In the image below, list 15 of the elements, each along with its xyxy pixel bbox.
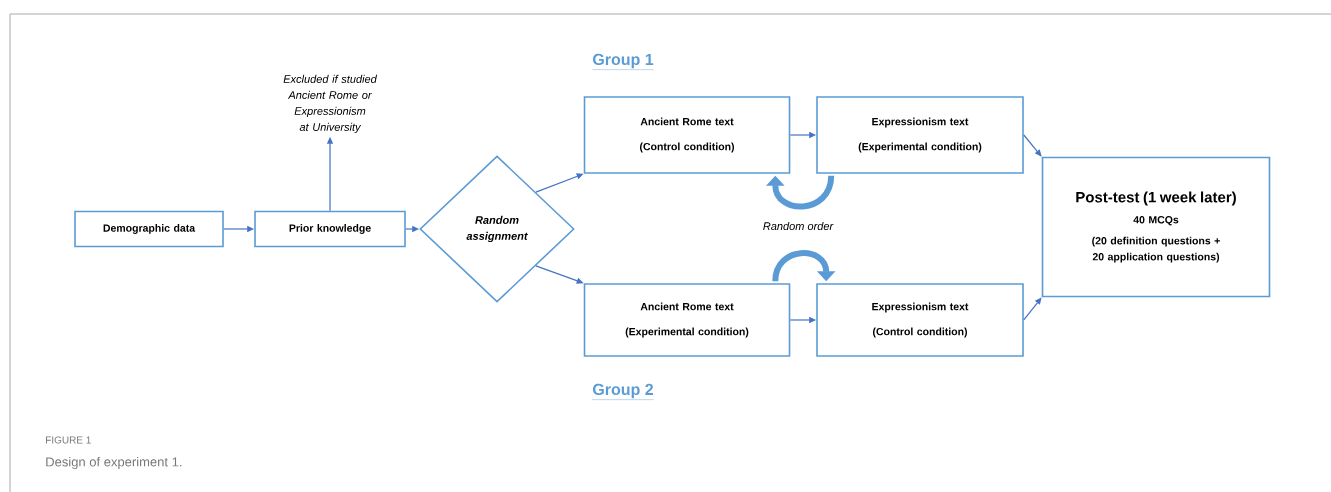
process-box: Prior knowledge bbox=[254, 210, 406, 248]
figure-label: FIGURE 1 bbox=[46, 436, 91, 444]
process-box: Expressionism text (Experimental condition) bbox=[816, 96, 1024, 174]
arrow bbox=[1023, 134, 1042, 157]
arrow bbox=[1023, 297, 1042, 321]
group-heading: Group 1 bbox=[592, 53, 654, 70]
process-box: Demographic data bbox=[74, 210, 224, 248]
note-text: Excluded if studied Ancient Rome or Expressionism at University bbox=[283, 74, 378, 134]
process-box: Expressionism text (Control condition) bbox=[816, 283, 1024, 357]
caption: Design of experiment 1. bbox=[46, 456, 182, 470]
group-heading: Group 2 bbox=[592, 383, 654, 400]
process-box: Ancient Rome text (Experimental condition) bbox=[583, 283, 791, 357]
outcome-box: Post-test (1 week later) 40 MCQs (20 definition questions + 20 application questions) bbox=[1041, 156, 1271, 298]
note-text: Random order bbox=[763, 221, 834, 231]
process-box: Ancient Rome text (Control condition) bbox=[583, 96, 791, 174]
